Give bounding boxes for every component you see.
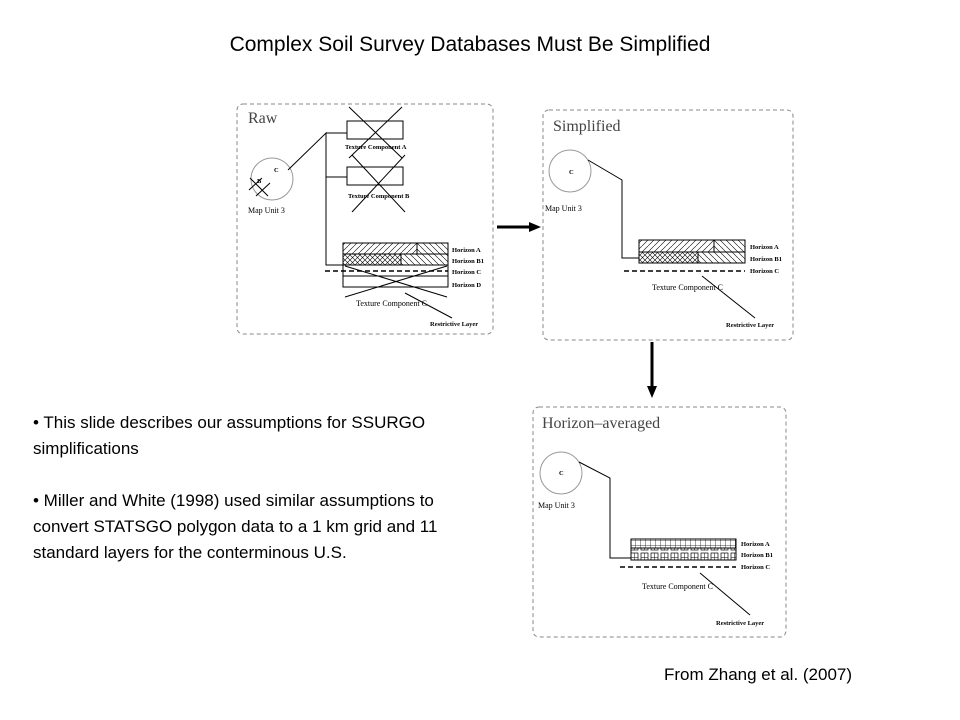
raw-title: Raw: [248, 110, 278, 127]
slide-title: Complex Soil Survey Databases Must Be Si…: [229, 33, 711, 56]
raw-horizon-a: Horizon A: [452, 247, 481, 254]
raw-map-unit-label: Map Unit 3: [248, 206, 285, 215]
circle-c-label: C: [559, 470, 564, 477]
simplified-horizon-a: Horizon A: [750, 244, 779, 251]
source-credit: From Zhang et al. (2007): [664, 665, 853, 684]
circle-c-label: C: [274, 167, 279, 174]
averaged-restrictive-label: Restrictive Layer: [716, 620, 764, 627]
averaged-horizon-c: Horizon C: [741, 564, 770, 571]
raw-horizon-d: Horizon D: [452, 282, 481, 289]
raw-texture-c-label: Texture Component C: [356, 299, 427, 308]
bullet-list: • This slide describes our assumptions f…: [33, 410, 483, 592]
bullet-item: • This slide describes our assumptions f…: [33, 413, 426, 458]
averaged-horizon-b1: Horizon B1: [741, 552, 773, 559]
texture-b-box: [346, 166, 404, 186]
map-unit-circle: [539, 451, 583, 495]
averaged-map-unit-label: Map Unit 3: [538, 501, 575, 510]
texture-a-cross: [348, 106, 403, 159]
circle-cross-marks: [248, 177, 271, 197]
raw-panel: Raw C B Map Unit 3 Texture Component A T…: [236, 103, 494, 335]
texture-b-label: Texture Component B: [348, 193, 410, 200]
raw-horizon-stack: [325, 242, 449, 298]
simplified-horizon-c: Horizon C: [750, 268, 779, 275]
averaged-horizon-a: Horizon A: [741, 541, 770, 548]
raw-horizon-b1: Horizon B1: [452, 258, 484, 265]
circle-c-label: C: [569, 169, 574, 176]
simplified-texture-c-label: Texture Component C: [652, 283, 723, 292]
texture-a-label: Texture Component A: [345, 144, 407, 151]
horizon-d-cross: [344, 265, 448, 298]
texture-a-box: [346, 120, 404, 140]
circle-b-label: B: [257, 178, 262, 185]
averaged-texture-c-label: Texture Component C: [642, 582, 713, 591]
map-unit-circle: [548, 149, 592, 193]
simplified-title: Simplified: [553, 118, 621, 135]
averaged-horizon-stack: [620, 538, 737, 568]
arrow-down: [647, 342, 657, 398]
bullet-item: • Miller and White (1998) used similar a…: [33, 491, 438, 562]
averaged-panel: Horizon–averaged C Map Unit 3 Horizon A …: [532, 406, 787, 638]
simplified-horizon-b1: Horizon B1: [750, 256, 782, 263]
texture-b-cross: [351, 154, 406, 213]
simplified-restrictive-label: Restrictive Layer: [726, 322, 774, 329]
simplified-panel: Simplified C Map Unit 3 Horizon A Horizo…: [542, 109, 794, 341]
arrow-right: [497, 222, 541, 232]
raw-horizon-c: Horizon C: [452, 269, 481, 276]
averaged-title: Horizon–averaged: [542, 415, 660, 432]
simplified-horizon-stack: [624, 239, 746, 272]
simplified-map-unit-label: Map Unit 3: [545, 204, 582, 213]
raw-restrictive-label: Restrictive Layer: [430, 321, 478, 328]
